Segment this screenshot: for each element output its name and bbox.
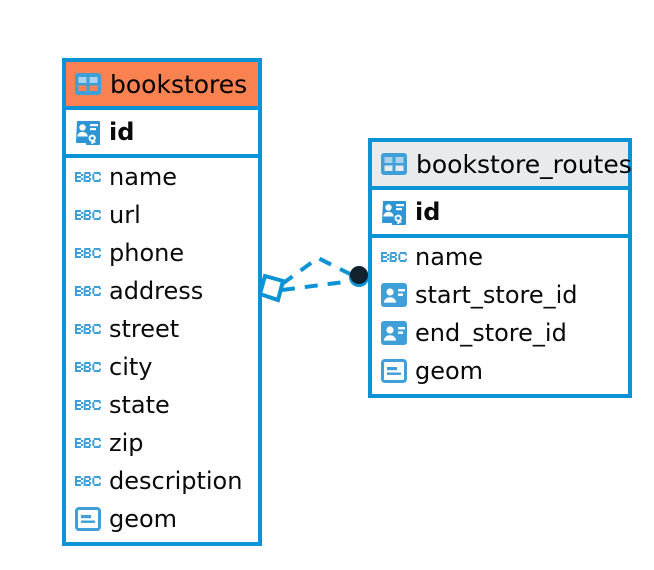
abc-icon [75,322,101,336]
abc-icon [75,398,101,412]
table-icon [75,73,101,95]
abc-icon [75,170,101,184]
geometry-icon [75,507,101,531]
field-row-id[interactable]: id [372,190,628,234]
geometry-icon [381,359,407,383]
foreign-key-icon [381,321,407,345]
relationship-target-ring [349,267,369,287]
field-label: name [415,243,484,271]
field-row-start-store-id[interactable]: start_store_id [372,276,628,314]
abc-icon [75,208,101,222]
field-label: city [109,353,153,381]
entity-bookstores[interactable]: bookstores id [62,58,262,546]
field-row-name[interactable]: name [66,158,258,196]
abc-icon [75,360,101,374]
field-row-geom[interactable]: geom [66,500,258,538]
field-row-city[interactable]: city [66,348,258,386]
field-row-name[interactable]: name [372,238,628,276]
field-row-phone[interactable]: phone [66,234,258,272]
field-row-url[interactable]: url [66,196,258,234]
field-label: zip [109,429,144,457]
field-label: end_store_id [415,319,567,347]
field-row-state[interactable]: state [66,386,258,424]
field-label: name [109,163,178,191]
relationship-source-diamond-marker [257,273,286,303]
table-icon [381,153,407,175]
primary-key-divider [372,234,628,238]
field-row-geom[interactable]: geom [372,352,628,390]
field-row-end-store-id[interactable]: end_store_id [372,314,628,352]
field-row-id[interactable]: id [66,110,258,154]
field-label: id [415,198,441,226]
entity-header-bookstore-routes[interactable]: bookstore_routes [372,142,632,186]
field-label: address [109,277,204,305]
field-label: id [109,118,135,146]
entity-bookstore-routes[interactable]: bookstore_routes id [368,138,632,398]
field-row-address[interactable]: address [66,272,258,310]
header-divider [372,186,628,190]
field-label: state [109,391,170,419]
field-row-description[interactable]: description [66,462,258,500]
entity-title: bookstore_routes [416,149,632,179]
field-row-zip[interactable]: zip [66,424,258,462]
field-label: street [109,315,180,343]
relationship-straight-branch [281,279,353,292]
primary-key-icon [381,199,407,225]
abc-icon [381,250,407,264]
primary-key-divider [66,154,258,158]
abc-icon [75,436,101,450]
field-label: phone [109,239,185,267]
abc-icon [75,284,101,298]
foreign-key-icon [381,283,407,307]
primary-key-icon [75,119,101,145]
header-divider [66,106,258,110]
abc-icon [75,246,101,260]
relationship-fork-branch [280,255,355,286]
entity-title: bookstores [110,69,248,99]
field-label: start_store_id [415,281,578,309]
abc-icon [75,474,101,488]
entity-header-bookstores[interactable]: bookstores [66,62,258,106]
field-row-street[interactable]: street [66,310,258,348]
relationship-target-circle-marker [350,266,368,284]
field-label: geom [109,505,178,533]
field-label: geom [415,357,484,385]
field-label: description [109,467,243,495]
field-label: url [109,201,141,229]
